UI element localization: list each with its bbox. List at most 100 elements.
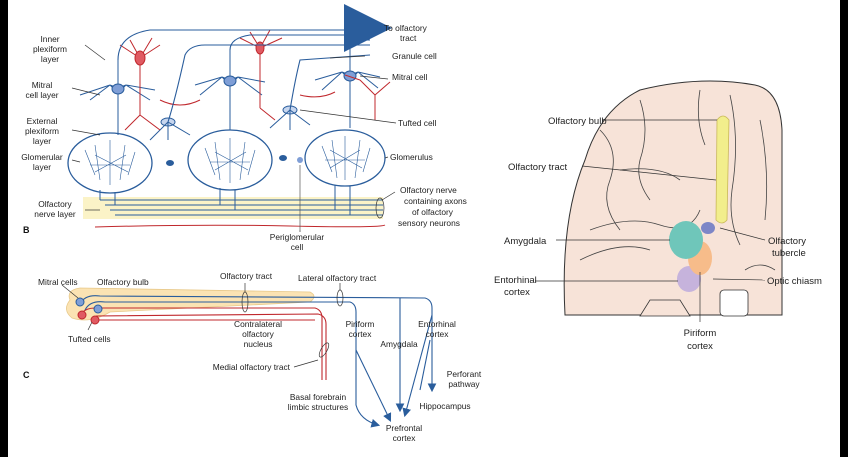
tufted-cell-label: Tufted cell: [398, 118, 436, 128]
c-olfactory-bulb-label: Olfactory bulb: [97, 277, 149, 287]
svg-text:cell: cell: [291, 242, 304, 252]
c-lead-lines: [61, 283, 341, 368]
tufted-cell-dot: [77, 310, 87, 320]
svg-text:Entorhinal: Entorhinal: [494, 275, 537, 286]
to-olfactory-tract-label: To olfactory tract: [384, 23, 428, 43]
optic-chiasm-label: Optic chiasm: [767, 276, 822, 287]
brainstem: [719, 289, 749, 317]
svg-text:cortex: cortex: [393, 433, 417, 443]
glomerulus-label: Glomerulus: [390, 152, 433, 162]
svg-text:Contralateral: Contralateral: [234, 319, 282, 329]
svg-text:nucleus: nucleus: [244, 339, 273, 349]
brain-illustration: Olfactory bulb Olfactory tract Amygdala …: [494, 80, 822, 352]
svg-text:cortex: cortex: [504, 287, 530, 298]
svg-text:cortex: cortex: [687, 341, 713, 352]
svg-text:tubercle: tubercle: [772, 248, 806, 259]
brain-olfactory-bulb-label: Olfactory bulb: [548, 116, 607, 127]
svg-text:cell layer: cell layer: [25, 90, 58, 100]
glomerulus-1: [67, 132, 153, 194]
brain-olfactory-tract-label: Olfactory tract: [508, 162, 567, 173]
svg-text:Basal forebrain: Basal forebrain: [290, 392, 347, 402]
brain-lead-lines: [535, 119, 766, 322]
granule-cell-body: [255, 41, 265, 55]
svg-text:pathway: pathway: [448, 379, 480, 389]
svg-text:olfactory: olfactory: [242, 329, 274, 339]
olfactory-tubercle-region: [701, 222, 715, 234]
svg-text:of olfactory: of olfactory: [412, 207, 454, 217]
svg-text:cortex: cortex: [349, 329, 373, 339]
prefrontal-cortex-label: Prefrontal cortex: [386, 423, 422, 443]
svg-text:limbic structures: limbic structures: [288, 402, 349, 412]
brain-piriform-label: Piriform cortex: [684, 328, 717, 352]
red-underline: [94, 224, 386, 228]
mitral-cell-3: [314, 45, 381, 128]
glomeruli: [67, 129, 386, 194]
brain-olfactory-tubercle-label: Olfactory tubercle: [768, 236, 806, 259]
basal-forebrain-label: Basal forebrain limbic structures: [288, 392, 349, 412]
medial-tract-section: [318, 342, 330, 358]
olfactory-nerve-label: Olfactory nerve containing axons of olfa…: [398, 185, 467, 228]
medial-olfactory-tract-label: Medial olfactory tract: [213, 362, 291, 372]
svg-text:Olfactory: Olfactory: [768, 236, 806, 247]
granule-cells: [119, 29, 391, 131]
svg-text:Inner: Inner: [40, 34, 59, 44]
panel-c: C Mitral cells Olfactory bulb Olfactory …: [23, 271, 482, 443]
brain-sulci: [579, 89, 776, 271]
olfactory-nerve-layer-label: Olfactory nerve layer: [34, 199, 76, 219]
svg-text:plexiform: plexiform: [25, 126, 59, 136]
external-plexiform-label: External plexiform layer: [25, 116, 59, 146]
periglomerular-cells: [166, 155, 303, 166]
red-pathways: [81, 307, 327, 380]
mitral-cell-1: [79, 60, 156, 135]
svg-text:Entorhinal: Entorhinal: [418, 319, 456, 329]
nerve-bundle-end: [375, 197, 385, 219]
panel-letter-b: B: [23, 225, 30, 235]
svg-text:External: External: [27, 116, 58, 126]
amygdala-region: [669, 221, 703, 259]
lateral-olfactory-tract-label: Lateral olfactory tract: [298, 273, 377, 283]
svg-text:sensory neurons: sensory neurons: [398, 218, 460, 228]
olfactory-nerve-layer-band: [83, 197, 383, 219]
svg-text:layer: layer: [33, 136, 51, 146]
svg-text:Glomerular: Glomerular: [21, 152, 63, 162]
c-piriform-cortex-label: Piriform cortex: [346, 319, 375, 339]
svg-text:layer: layer: [41, 54, 59, 64]
tract-axons: [117, 29, 371, 123]
panel-b: B Inner plexiform layer Mitral cell laye…: [21, 4, 467, 252]
svg-text:containing axons: containing axons: [404, 196, 467, 206]
granule-cell-body: [134, 50, 146, 66]
c-olfactory-tract-label: Olfactory tract: [220, 271, 273, 281]
tufted-cells: [149, 105, 311, 141]
svg-text:Olfactory: Olfactory: [38, 199, 72, 209]
panel-letter-c: C: [23, 370, 30, 380]
hippocampus-label: Hippocampus: [419, 401, 470, 411]
svg-text:Periglomerular: Periglomerular: [270, 232, 325, 242]
svg-text:tract: tract: [400, 33, 417, 43]
svg-text:Perforant: Perforant: [447, 369, 482, 379]
contralateral-nucleus-label: Contralateral olfactory nucleus: [234, 319, 282, 349]
tufted-cell-dot: [90, 315, 100, 325]
inner-plexiform-label: Inner plexiform layer: [33, 34, 67, 64]
mitral-cell-layer-label: Mitral cell layer: [25, 80, 58, 100]
mitral-cells: [79, 45, 381, 135]
c-entorhinal-cortex-label: Entorhinal cortex: [418, 319, 456, 339]
granule-cell-label: Granule cell: [392, 51, 437, 61]
tufted-cells-label: Tufted cells: [68, 334, 111, 344]
svg-text:nerve layer: nerve layer: [34, 209, 76, 219]
axon-verticals: [99, 165, 351, 230]
brain-entorhinal-label: Entorhinal cortex: [494, 275, 537, 298]
svg-text:cortex: cortex: [426, 329, 450, 339]
mitral-cell-2: [194, 50, 266, 130]
svg-text:Mitral: Mitral: [32, 80, 53, 90]
glomerular-layer-label: Glomerular layer: [21, 152, 63, 172]
brain-olfactory-bulb: [715, 115, 730, 224]
mitral-cells-label: Mitral cells: [38, 277, 78, 287]
c-amygdala-label: Amygdala: [380, 339, 418, 349]
svg-text:To olfactory: To olfactory: [384, 23, 428, 33]
svg-text:Piriform: Piriform: [346, 319, 375, 329]
svg-text:plexiform: plexiform: [33, 44, 67, 54]
nerve-fibers: [100, 199, 383, 216]
mitral-cell-label: Mitral cell: [392, 72, 428, 82]
